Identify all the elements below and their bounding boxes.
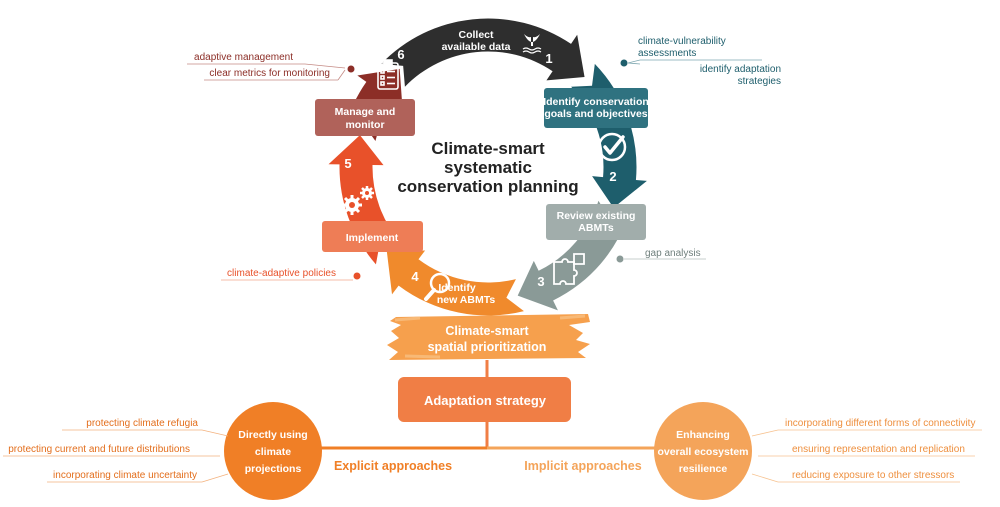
magnifier-icon xyxy=(424,272,451,301)
annotation-gap-analysis: gap analysis xyxy=(645,248,701,259)
checkmark-badge-icon xyxy=(597,132,627,162)
gears-icon xyxy=(342,186,374,215)
annotation-dot xyxy=(347,65,355,73)
step-2-number: 2 xyxy=(609,169,616,184)
step-3-review: Review existing ABMTs 3 xyxy=(537,204,646,289)
step-4-identify: Identify new ABMTs 4 xyxy=(411,269,495,306)
adaptation-strategy-label: Adaptation strategy xyxy=(424,393,547,408)
explicit-circle-line-1: Directly using xyxy=(238,429,307,441)
explicit-approaches: Directly using climate projections Expli… xyxy=(3,402,452,500)
implicit-item-1: incorporating different forms of connect… xyxy=(785,418,975,429)
adaptation-strategy-box: Adaptation strategy xyxy=(398,377,571,422)
step-3-number: 3 xyxy=(537,274,544,289)
spatial-prioritization-banner: Climate-smart spatial prioritization xyxy=(387,314,590,360)
prioritization-line-1: Climate-smart xyxy=(445,324,529,338)
explicit-approaches-label: Explicit approaches xyxy=(334,459,452,473)
center-title-line-3: conservation planning xyxy=(397,177,578,196)
step-2-box xyxy=(544,88,648,128)
explicit-circle xyxy=(224,402,322,500)
explicit-item-1: protecting climate refugia xyxy=(86,418,198,429)
step-2-goals: Identify conservation goals and objectiv… xyxy=(543,88,649,184)
step-3-label-line-1: Review existing xyxy=(557,210,636,222)
implicit-circle-line-1: Enhancing xyxy=(676,429,730,441)
whale-tail-icon xyxy=(522,34,542,54)
annotation-climate-vulnerability: climate-vulnerability xyxy=(638,36,726,47)
step-1-number: 1 xyxy=(545,51,552,66)
center-title-line-2: systematic xyxy=(444,158,532,177)
explicit-item-2: protecting current and future distributi… xyxy=(8,444,190,455)
annotation-clear-metrics: clear metrics for monitoring xyxy=(209,68,330,79)
annotation-step-4: climate-adaptive policies xyxy=(221,268,361,281)
annotation-step-1: climate-vulnerability assessments identi… xyxy=(620,36,781,87)
explicit-circle-line-3: projections xyxy=(245,463,302,475)
step-4-number: 4 xyxy=(411,269,419,284)
annotation-dot xyxy=(353,272,361,280)
step-6-box xyxy=(315,99,415,136)
arrow-identify xyxy=(386,250,524,316)
step-1-collect: Collect available data 1 xyxy=(442,29,553,66)
step-6-manage: Manage and monitor 6 xyxy=(315,47,415,136)
clipboard-checklist-icon xyxy=(377,59,399,90)
step-6-number: 6 xyxy=(397,47,404,62)
implicit-circle-line-3: resilience xyxy=(679,463,728,475)
annotation-strategies: strategies xyxy=(738,76,781,87)
step-5-box xyxy=(322,221,423,252)
annotation-step-6: adaptive management clear metrics for mo… xyxy=(187,52,355,81)
step-6-label-line-2: monitor xyxy=(345,119,384,131)
annotation-dot xyxy=(620,59,628,67)
step-4-label-line-2: new ABMTs xyxy=(437,294,495,306)
annotation-identify-adaptation: identify adaptation xyxy=(700,64,781,75)
annotation-climate-adaptive-policies: climate-adaptive policies xyxy=(227,268,336,279)
arrow-goals xyxy=(571,63,647,208)
prioritization-line-2: spatial prioritization xyxy=(428,340,547,354)
explicit-item-3: incorporating climate uncertainty xyxy=(53,470,197,481)
step-2-label-line-2: goals and objectives xyxy=(544,108,647,120)
brush-stroke-shape xyxy=(387,314,590,360)
explicit-circle-line-2: climate xyxy=(255,446,291,458)
adaptation-strategy-rect xyxy=(398,377,571,422)
center-title-line-1: Climate-smart xyxy=(431,139,545,158)
implicit-circle-line-2: overall ecosystem xyxy=(657,446,748,458)
arrow-collect xyxy=(381,18,585,87)
implicit-item-3: reducing exposure to other stressors xyxy=(792,470,954,481)
step-1-label-line-2: available data xyxy=(442,41,511,53)
annotation-adaptive-management: adaptive management xyxy=(194,52,293,63)
implicit-approaches-label: Implicit approaches xyxy=(524,459,641,473)
step-2-label-line-1: Identify conservation xyxy=(543,96,649,108)
step-3-box xyxy=(546,204,646,240)
step-5-label: Implement xyxy=(346,232,399,244)
puzzle-icon xyxy=(553,253,585,285)
implicit-approaches: Enhancing overall ecosystem resilience I… xyxy=(524,402,982,500)
annotation-assessments: assessments xyxy=(638,48,696,59)
step-5-implement: Implement 5 xyxy=(322,156,423,252)
implicit-circle xyxy=(654,402,752,500)
step-6-label-line-1: Manage and xyxy=(335,106,396,118)
step-5-number: 5 xyxy=(344,156,351,171)
annotation-dot xyxy=(616,255,624,263)
implicit-item-2: ensuring representation and replication xyxy=(792,444,965,455)
step-3-label-line-2: ABMTs xyxy=(578,222,614,234)
step-1-label-line-1: Collect xyxy=(458,29,494,41)
annotation-step-3: gap analysis xyxy=(616,248,706,263)
